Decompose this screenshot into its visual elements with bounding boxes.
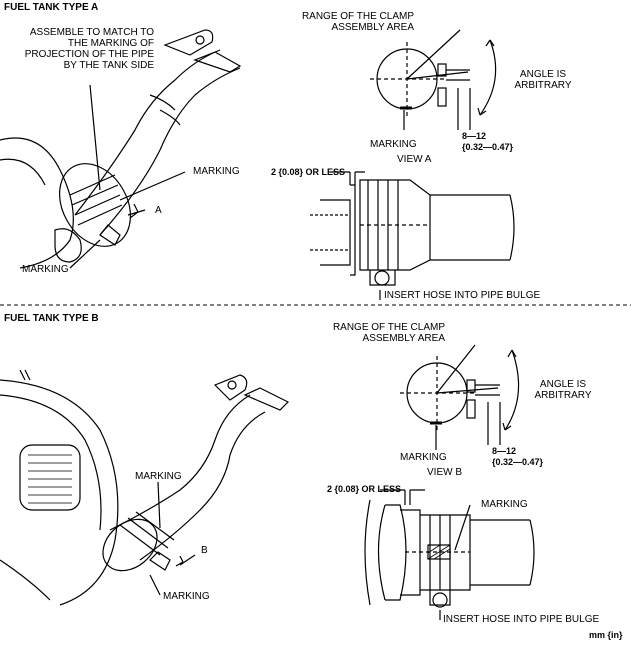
- tank-b-panel: [19, 444, 81, 511]
- insert-note-a: INSERT HOSE INTO PIPE BULGE: [384, 290, 541, 301]
- hose-b: [109, 394, 251, 531]
- tank-b-outline: [0, 379, 119, 606]
- insert-note-b: INSERT HOSE INTO PIPE BULGE: [443, 614, 600, 625]
- arrow-label-a: A: [155, 205, 162, 216]
- marking-label-b-lower: MARKING: [163, 591, 210, 602]
- clamp-a-bottom-area: [59, 163, 131, 247]
- clearance-a: 2 {0.08} OR LESS: [271, 167, 346, 177]
- marking-label-b-side: MARKING: [481, 499, 528, 510]
- view-label-b: VIEW B: [427, 467, 463, 478]
- dimension-b: 8—12 {0.32—0.47}: [492, 446, 544, 467]
- tank-a-outline: [0, 137, 74, 269]
- clamp-range-b: RANGE OF THE CLAMP ASSEMBLY AREA: [332, 322, 445, 344]
- clamp-b-top: [213, 374, 248, 401]
- view-marking-a: MARKING: [370, 139, 417, 150]
- angle-note-a: ANGLE IS ARBITRARY: [514, 69, 572, 91]
- view-marking-b: MARKING: [400, 452, 447, 463]
- section-a-title: FUEL TANK TYPE A: [4, 2, 99, 13]
- clamp-a-top: [163, 29, 214, 56]
- arrow-label-b: B: [201, 545, 208, 556]
- angle-note-b: ANGLE IS ARBITRARY: [534, 379, 592, 401]
- side-view-a: [320, 199, 351, 266]
- section-b-title: FUEL TANK TYPE B: [4, 313, 99, 324]
- side-view-b: [364, 499, 371, 606]
- hose-a: [74, 49, 221, 216]
- view-label-a: VIEW A: [397, 154, 432, 165]
- marking-label-b-upper: MARKING: [135, 471, 182, 482]
- fitting-b: [102, 518, 158, 572]
- dimension-a: 8—12 {0.32—0.47}: [462, 131, 514, 152]
- marking-label-a-upper: MARKING: [193, 166, 240, 177]
- clamp-range-a: RANGE OF THE CLAMP ASSEMBLY AREA: [301, 11, 414, 33]
- assemble-note-a: ASSEMBLE TO MATCH TO THE MARKING OF PROJ…: [24, 27, 154, 71]
- marking-label-a-lower: MARKING: [22, 264, 69, 275]
- unit-note: mm {in}: [589, 630, 623, 640]
- clearance-b: 2 {0.08} OR LESS: [327, 484, 402, 494]
